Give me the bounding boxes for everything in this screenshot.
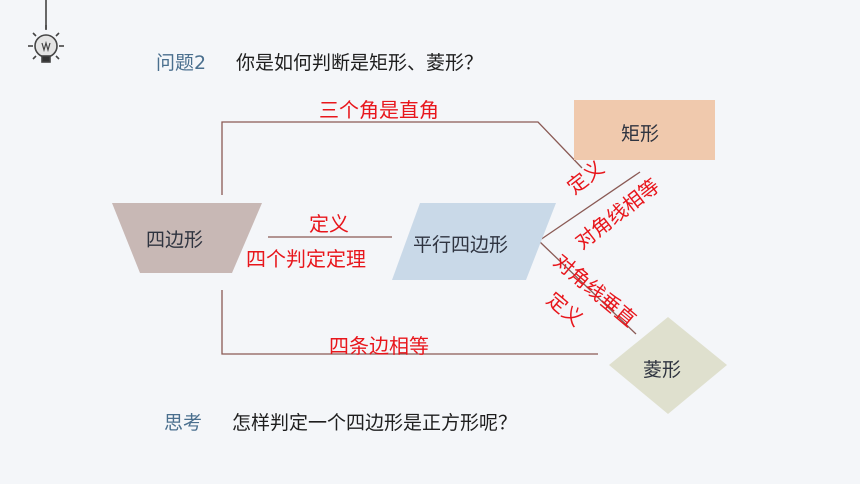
think-label: 思考 (164, 412, 203, 434)
rectangle-shape (574, 100, 715, 160)
edge-label-bottom: 四条边相等 (329, 334, 429, 358)
quadrilateral-shape (112, 203, 262, 273)
rhombus-shape (609, 317, 727, 414)
connector-lines (221, 121, 641, 355)
parallelogram-label: 平行四边形 (413, 234, 509, 256)
question-text: 你是如何判断是矩形、菱形？ (236, 52, 484, 74)
edge-label-definition: 定义 (309, 212, 349, 236)
edge-label-theorems: 四个判定定理 (246, 247, 366, 271)
rectangle-label: 矩形 (621, 123, 660, 145)
question-label: 问题2 (156, 52, 207, 74)
lightbulb-icon (28, 0, 64, 63)
parallelogram-shape (392, 203, 556, 280)
think-text: 怎样判定一个四边形是正方形呢？ (232, 412, 518, 434)
rhombus-label: 菱形 (643, 359, 682, 381)
edge-label-top: 三个角是直角 (319, 98, 439, 122)
quadrilateral-label: 四边形 (146, 229, 204, 251)
